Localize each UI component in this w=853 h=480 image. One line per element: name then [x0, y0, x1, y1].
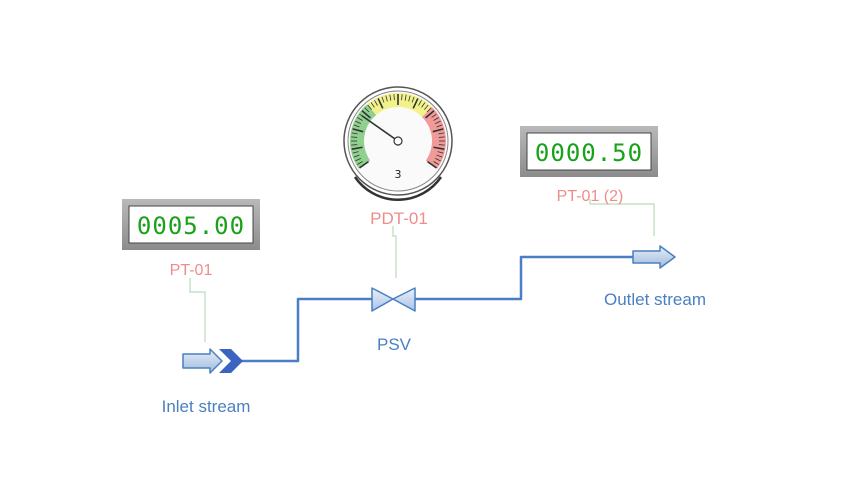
- gauge-tick: [433, 146, 445, 150]
- gauge-tick: [434, 157, 441, 162]
- gauge-tick: [421, 102, 426, 108]
- psv-label: PSV: [377, 335, 412, 354]
- gauge-tick: [436, 124, 443, 128]
- gauge-tick: [364, 107, 370, 113]
- gauge-tick: [434, 120, 441, 125]
- gauge-tick: [357, 117, 363, 121]
- lcd-display-pt01-2[interactable]: 0000.50: [520, 126, 658, 177]
- gauge-tick: [352, 151, 359, 154]
- gauge-tick: [351, 132, 358, 135]
- outlet-arrow-icon[interactable]: [632, 245, 676, 269]
- gauge-tick: [438, 136, 445, 138]
- lcd-value-pt01-2: 0000.50: [535, 139, 643, 167]
- gauge-tick: [377, 98, 384, 109]
- gauge-bottom-arc: [353, 176, 443, 201]
- psv-valve-icon[interactable]: [371, 287, 416, 312]
- gauge-tick: [385, 95, 388, 102]
- gauge-tick: [352, 128, 364, 133]
- gauge-tick: [433, 161, 439, 165]
- process-pipe: [234, 255, 633, 363]
- gauge-tick: [438, 132, 445, 135]
- gauge-tick: [426, 107, 432, 113]
- gauge-tick: [424, 104, 429, 110]
- leader-line-pdt01: [392, 226, 397, 278]
- gauge-tick: [411, 96, 415, 103]
- gauge-tick: [437, 151, 444, 154]
- gauge-tick: [353, 124, 360, 128]
- gauge-needle: [361, 115, 399, 142]
- gauge-tick: [438, 144, 445, 146]
- inlet-stream-label: Inlet stream: [162, 397, 251, 416]
- gauge-tick: [418, 100, 422, 106]
- pressure-gauge[interactable]: 3: [343, 86, 453, 201]
- gauge-tick: [355, 157, 362, 162]
- gauge-tick: [370, 102, 375, 108]
- gauge-tick: [427, 160, 437, 169]
- gauge-tick: [433, 117, 439, 121]
- gauge-red-zone: [422, 107, 447, 169]
- tag-pt01: PT-01: [170, 262, 213, 279]
- gauge-tick: [389, 94, 392, 101]
- inlet-arrow-icon[interactable]: [182, 348, 243, 374]
- gauge-tick: [412, 98, 419, 109]
- gauge-tick: [367, 104, 372, 110]
- gauge-ticks: [351, 94, 445, 169]
- gauge-tick: [393, 94, 395, 101]
- gauge-tick: [359, 160, 369, 169]
- gauge-tick: [351, 146, 363, 150]
- gauge-scale-digit: 3: [395, 168, 402, 181]
- leader-line-pt01-2: [589, 199, 655, 236]
- gauge-tick: [351, 136, 358, 138]
- gauge-tick: [408, 95, 411, 102]
- lcd-value-pt01: 0005.00: [137, 212, 245, 240]
- gauge-hub: [393, 136, 403, 146]
- gauge-yellow-zone: [367, 93, 432, 117]
- leader-line-pt01: [189, 278, 206, 342]
- gauge-tick: [351, 144, 358, 146]
- gauge-tick: [381, 96, 385, 103]
- gauge-tick: [374, 100, 378, 106]
- gauge-tick: [353, 154, 360, 158]
- gauge-tick: [401, 94, 403, 101]
- gauge-tick: [357, 161, 363, 165]
- gauge-tick: [355, 120, 362, 125]
- gauge-tick: [404, 94, 407, 101]
- gauge-tick: [425, 110, 435, 119]
- lcd-display-pt01[interactable]: 0005.00: [122, 199, 260, 250]
- tag-pt01-2: PT-01 (2): [557, 188, 624, 205]
- outlet-stream-label: Outlet stream: [604, 290, 706, 309]
- gauge-tick: [436, 154, 443, 158]
- tag-pdt01: PDT-01: [370, 209, 428, 228]
- gauge-tick: [432, 128, 444, 133]
- gauge-tick: [361, 110, 371, 119]
- gauge-tick: [431, 113, 437, 118]
